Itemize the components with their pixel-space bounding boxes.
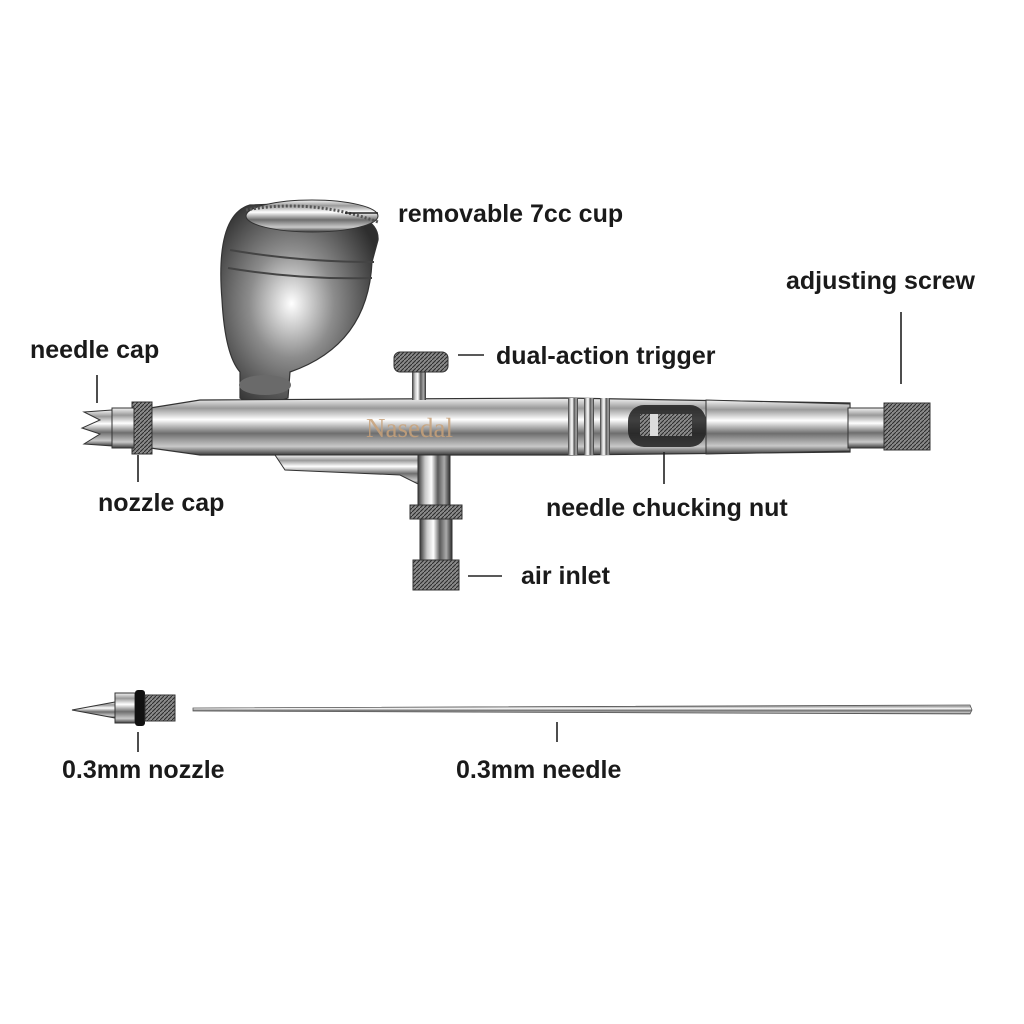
label-air-inlet: air inlet <box>521 562 611 590</box>
brand-logo: Nasedal <box>366 413 453 443</box>
needle-chucking-nut <box>628 405 706 447</box>
label-needle-chucking-nut: needle chucking nut <box>546 494 788 522</box>
label-adjusting-screw: adjusting screw <box>786 267 975 295</box>
needle-cap <box>80 409 113 447</box>
dual-action-trigger <box>393 351 449 400</box>
label-needle: 0.3mm needle <box>456 756 621 784</box>
label-needle-cap: needle cap <box>30 336 159 364</box>
spare-needle <box>192 704 973 715</box>
label-nozzle-cap: nozzle cap <box>98 489 224 517</box>
label-nozzle: 0.3mm nozzle <box>62 756 225 784</box>
adjusting-screw <box>847 402 931 451</box>
spare-nozzle <box>71 690 176 726</box>
air-inlet <box>409 454 463 591</box>
airbrush-body: Nasedal <box>80 199 931 591</box>
label-dual-action-trigger: dual-action trigger <box>496 342 716 370</box>
label-removable-cup: removable 7cc cup <box>398 200 623 228</box>
nozzle-cap <box>111 401 153 455</box>
paint-cup <box>220 199 379 405</box>
